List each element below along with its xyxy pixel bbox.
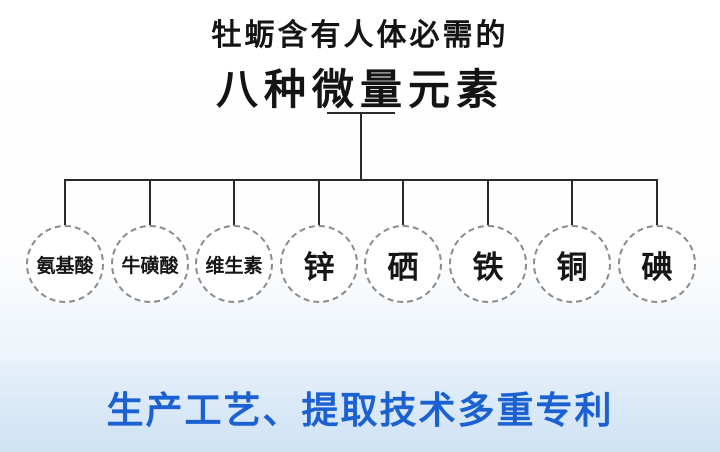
connector-drop (233, 180, 235, 226)
element-label: 碘 (641, 249, 673, 285)
footer-band: 生产工艺、提取技术多重专利 (0, 362, 720, 452)
element-label: 铜 (556, 249, 588, 285)
page-title: 牡蛎含有人体必需的 八种微量元素 (0, 10, 720, 117)
connector-drop (656, 180, 658, 226)
connector-drop (402, 180, 404, 226)
element-node-zinc: 锌 (280, 225, 358, 303)
element-node-aminoacid: 氨基酸 (26, 225, 104, 303)
connector-drop (149, 180, 151, 226)
connector-drop (64, 180, 66, 226)
element-node-taurine: 牛磺酸 (111, 225, 189, 303)
connector-rail (64, 179, 658, 181)
element-node-iron: 铁 (449, 225, 527, 303)
element-node-vitamin: 维生素 (195, 225, 273, 303)
connector-drop (487, 180, 489, 226)
title-line-1: 牡蛎含有人体必需的 (211, 19, 509, 52)
element-node-iodine: 碘 (618, 225, 696, 303)
connector-drop (318, 180, 320, 226)
element-label: 维生素 (205, 255, 263, 277)
element-label: 氨基酸 (36, 255, 94, 277)
footer-slogan: 生产工艺、提取技术多重专利 (106, 390, 614, 431)
element-label: 硒 (387, 249, 419, 285)
element-node-selenium: 硒 (364, 225, 442, 303)
connector-drop (571, 180, 573, 226)
connector-stem (360, 112, 362, 181)
element-label: 锌 (303, 249, 335, 285)
element-node-copper: 铜 (533, 225, 611, 303)
element-label: 牛磺酸 (121, 255, 179, 277)
element-label: 铁 (472, 249, 504, 285)
title-line-2: 八种微量元素 (215, 66, 504, 113)
